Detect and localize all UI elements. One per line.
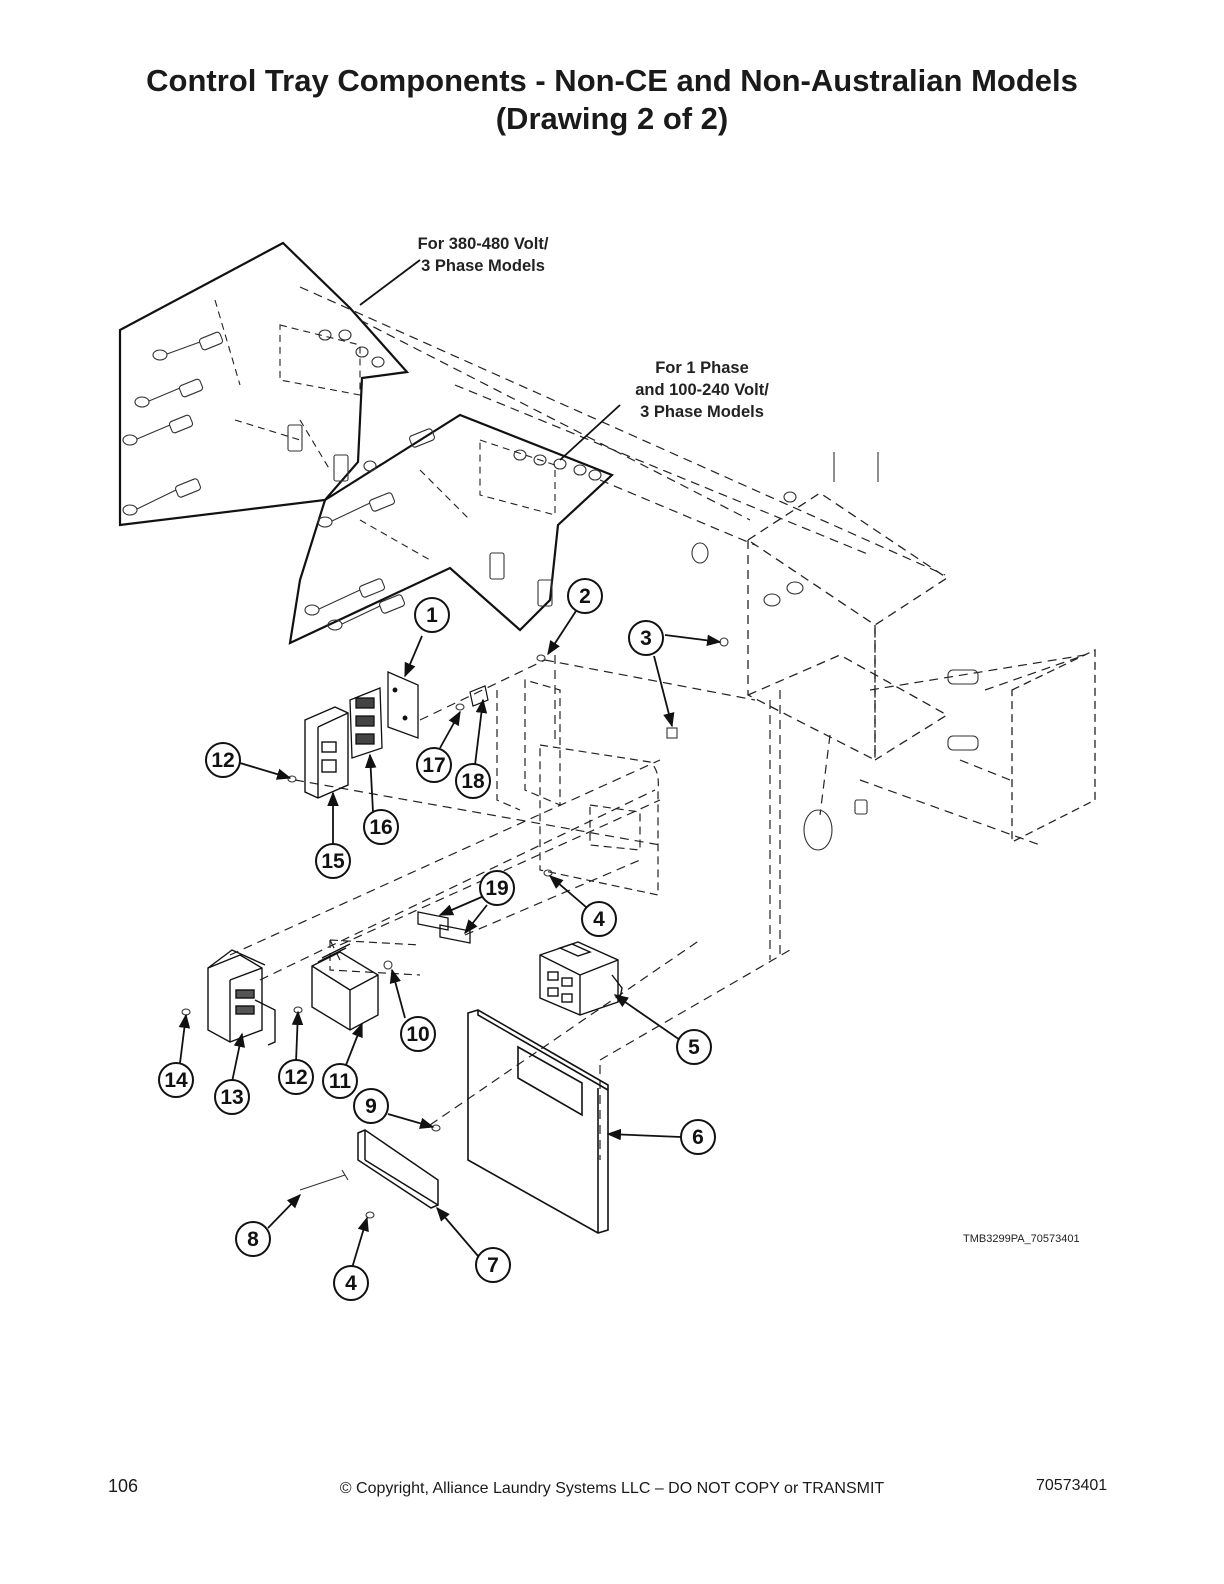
callout-9: 9 bbox=[353, 1088, 389, 1124]
rear-cover-plate bbox=[1011, 648, 1096, 844]
svg-text:1: 1 bbox=[426, 604, 438, 627]
group-label-1-phase-line3: 3 Phase Models bbox=[640, 403, 764, 421]
svg-text:13: 13 bbox=[220, 1086, 243, 1109]
callout-16: 16 bbox=[363, 809, 399, 845]
svg-text:7: 7 bbox=[487, 1254, 499, 1277]
svg-text:12: 12 bbox=[211, 749, 234, 772]
page-title: Control Tray Components - Non-CE and Non… bbox=[146, 63, 1078, 98]
group-label-380-480-line1: For 380-480 Volt/ bbox=[418, 235, 549, 253]
plate-item-1 bbox=[387, 671, 419, 739]
control-module-item-11 bbox=[311, 943, 379, 1031]
cover-item-15 bbox=[304, 706, 349, 799]
callout-8: 8 bbox=[235, 1221, 271, 1257]
plate-item-7 bbox=[357, 1129, 439, 1209]
callout-12-upper: 12 bbox=[205, 742, 241, 778]
control-tray-fasteners bbox=[691, 452, 979, 851]
callout-bubbles: 1 2 3 12 17 18 16 15 19 4 10 5 14 12 11 … bbox=[158, 578, 716, 1301]
callout-6: 6 bbox=[680, 1119, 716, 1155]
callout-12-lower: 12 bbox=[278, 1059, 314, 1095]
contactor-item-5 bbox=[539, 941, 623, 1016]
inset-380-480-volt-outline bbox=[118, 241, 410, 527]
svg-text:18: 18 bbox=[461, 770, 485, 793]
svg-text:16: 16 bbox=[369, 816, 392, 839]
callout-leaders bbox=[178, 259, 722, 1269]
callout-11: 11 bbox=[322, 1063, 358, 1099]
callout-13: 13 bbox=[214, 1079, 250, 1115]
svg-text:5: 5 bbox=[688, 1036, 700, 1059]
callout-4-lower: 4 bbox=[333, 1265, 369, 1301]
svg-text:4: 4 bbox=[593, 908, 605, 931]
callout-1: 1 bbox=[414, 597, 450, 633]
svg-text:17: 17 bbox=[422, 754, 445, 777]
drawing-code: TMB3299PA_70573401 bbox=[963, 1233, 1080, 1245]
small-fasteners bbox=[181, 637, 729, 1219]
callout-15: 15 bbox=[315, 843, 351, 879]
svg-text:10: 10 bbox=[406, 1023, 429, 1046]
svg-text:12: 12 bbox=[284, 1066, 307, 1089]
document-number: 70573401 bbox=[1036, 1477, 1108, 1494]
control-tray-box bbox=[746, 492, 949, 762]
callout-7: 7 bbox=[475, 1247, 511, 1283]
svg-text:11: 11 bbox=[329, 1070, 352, 1093]
callout-10: 10 bbox=[400, 1016, 436, 1052]
group-label-1-phase-line2: and 100-240 Volt/ bbox=[635, 381, 769, 399]
inset-1-phase-outline bbox=[288, 413, 615, 645]
group-label-380-480-line2: 3 Phase Models bbox=[421, 257, 545, 275]
inset-dashed-frames bbox=[214, 299, 556, 561]
svg-text:6: 6 bbox=[692, 1126, 704, 1149]
svg-text:4: 4 bbox=[345, 1272, 357, 1295]
callout-4-upper: 4 bbox=[581, 901, 617, 937]
front-panel-item-6 bbox=[467, 1009, 609, 1234]
bracket-item-18 bbox=[469, 685, 489, 707]
inset-terminal-studs bbox=[122, 329, 602, 631]
callout-3: 3 bbox=[628, 620, 664, 656]
callout-5: 5 bbox=[676, 1029, 712, 1065]
terminal-block-item-16 bbox=[349, 687, 383, 759]
bracket-plates bbox=[329, 679, 659, 976]
callout-2: 2 bbox=[567, 578, 603, 614]
page-subtitle: (Drawing 2 of 2) bbox=[495, 101, 729, 136]
group-label-1-phase-line1: For 1 Phase bbox=[655, 359, 749, 377]
callout-19: 19 bbox=[479, 870, 515, 906]
copyright-notice: © Copyright, Alliance Laundry Systems LL… bbox=[339, 1480, 885, 1497]
svg-text:2: 2 bbox=[579, 585, 591, 608]
svg-text:19: 19 bbox=[485, 877, 508, 900]
svg-text:15: 15 bbox=[321, 850, 345, 873]
labels-item-19 bbox=[417, 911, 471, 944]
svg-text:9: 9 bbox=[365, 1095, 377, 1118]
svg-text:3: 3 bbox=[640, 627, 652, 650]
assembly-dashed-lines bbox=[229, 286, 1086, 1160]
svg-text:8: 8 bbox=[247, 1228, 259, 1251]
transformer-item-13 bbox=[207, 949, 276, 1046]
callout-17: 17 bbox=[416, 747, 452, 783]
page-number: 106 bbox=[108, 1476, 139, 1496]
svg-text:14: 14 bbox=[164, 1069, 188, 1092]
callout-14: 14 bbox=[158, 1062, 194, 1098]
callout-18: 18 bbox=[455, 763, 491, 799]
